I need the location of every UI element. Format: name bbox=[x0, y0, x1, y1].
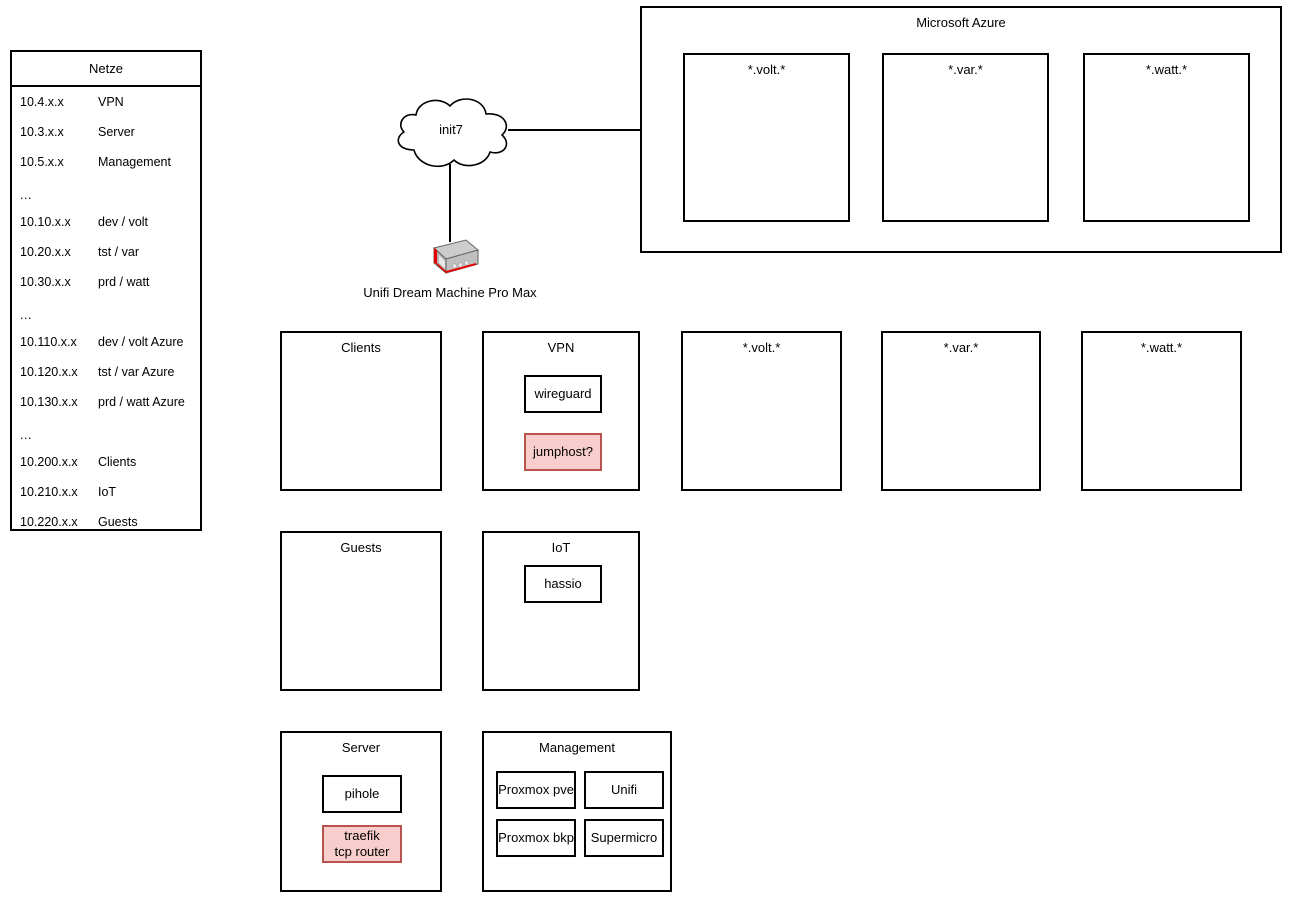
service-unifi[interactable]: Unifi bbox=[584, 771, 664, 809]
service-hassio[interactable]: hassio bbox=[524, 565, 602, 603]
azure-subnet-var-title: *.var.* bbox=[948, 62, 983, 77]
vlan-box-clients-title: Clients bbox=[341, 340, 381, 355]
netze-row-cidr: 10.3.x.x bbox=[20, 125, 64, 139]
vlan-box-server-title: Server bbox=[341, 740, 381, 755]
service-proxmox-pve[interactable]: Proxmox pve bbox=[496, 771, 576, 809]
netze-row-name: Guests bbox=[98, 515, 138, 529]
netze-row-name: tst / var bbox=[98, 245, 139, 259]
vlan-box-var: *.var.* bbox=[881, 331, 1041, 491]
router-device-label: Unifi Dream Machine Pro Max bbox=[363, 285, 537, 300]
netze-row-cidr: 10.30.x.x bbox=[20, 275, 71, 289]
netze-row: 10.3.x.x Server bbox=[12, 117, 200, 147]
service-wireguard[interactable]: wireguard bbox=[524, 375, 602, 413]
azure-subnet-volt: *.volt.* bbox=[683, 53, 850, 222]
router-device-icon bbox=[420, 238, 480, 280]
netze-row: 10.5.x.x Management bbox=[12, 147, 200, 177]
netze-table-title: Netze bbox=[12, 52, 200, 87]
netze-row-cidr: 10.110.x.x bbox=[20, 335, 77, 349]
netze-row-cidr: 10.130.x.x bbox=[20, 395, 78, 409]
netze-row-name: VPN bbox=[98, 95, 124, 109]
netze-row-name: dev / volt Azure bbox=[98, 335, 184, 349]
router-device-glyph bbox=[432, 239, 480, 275]
netze-row: 10.120.x.x tst / var Azure bbox=[12, 357, 200, 387]
vlan-box-watt-title: *.watt.* bbox=[1140, 340, 1183, 355]
service-traefik-line1: traefik bbox=[344, 828, 380, 843]
netze-row-cidr: 10.20.x.x bbox=[20, 245, 71, 259]
azure-region: Microsoft Azure *.volt.* *.var.* *.watt.… bbox=[640, 6, 1282, 253]
vlan-box-iot-title: IoT bbox=[551, 540, 571, 555]
isp-cloud: init7 bbox=[388, 94, 514, 172]
vlan-box-var-title: *.var.* bbox=[943, 340, 979, 355]
netze-table-body: 10.4.x.x VPN 10.3.x.x Server 10.5.x.x Managem… bbox=[12, 87, 200, 537]
netze-row-cidr: ... bbox=[20, 428, 32, 442]
vlan-box-clients: Clients bbox=[280, 331, 442, 491]
netze-row-cidr: 10.10.x.x bbox=[20, 215, 71, 229]
vlan-box-vpn: VPN wireguard jumphost? bbox=[482, 331, 640, 491]
service-jumphost[interactable]: jumphost? bbox=[524, 433, 602, 471]
netze-row: 10.110.x.x dev / volt Azure bbox=[12, 327, 200, 357]
service-traefik-line2: tcp router bbox=[334, 844, 390, 859]
netze-row-cidr: 10.120.x.x bbox=[20, 365, 78, 379]
azure-region-title: Microsoft Azure bbox=[916, 15, 1006, 30]
service-pihole[interactable]: pihole bbox=[322, 775, 402, 813]
netze-row-separator: ... bbox=[12, 417, 200, 447]
netze-row-name: Clients bbox=[98, 455, 137, 469]
vlan-box-volt: *.volt.* bbox=[681, 331, 842, 491]
netze-row: 10.130.x.x prd / watt Azure bbox=[12, 387, 200, 417]
azure-subnet-watt: *.watt.* bbox=[1083, 53, 1250, 222]
vlan-box-management-title: Management bbox=[539, 740, 615, 755]
netze-row-name: Server bbox=[98, 125, 135, 139]
netze-row: 10.4.x.x VPN bbox=[12, 87, 200, 117]
netze-table: Netze 10.4.x.x VPN 10.3.x.x Server 10.5.x.x M… bbox=[10, 50, 202, 531]
netze-row-cidr: 10.210.x.x bbox=[20, 485, 78, 499]
vlan-box-management: Management Proxmox pve Unifi Proxmox bkp… bbox=[482, 731, 672, 892]
service-proxmox-bkp[interactable]: Proxmox bkp bbox=[496, 819, 576, 857]
vlan-box-volt-title: *.volt.* bbox=[742, 340, 781, 355]
netze-row-cidr: 10.220.x.x bbox=[20, 515, 78, 529]
netze-row-name: dev / volt bbox=[98, 215, 149, 229]
connector-isp-to-azure bbox=[508, 129, 641, 131]
netze-row-separator: ... bbox=[12, 177, 200, 207]
netze-row-cidr: ... bbox=[20, 188, 32, 202]
netze-row-name: prd / watt Azure bbox=[98, 395, 185, 409]
connector-isp-to-router bbox=[449, 164, 451, 242]
azure-subnet-watt-title: *.watt.* bbox=[1145, 62, 1188, 77]
service-supermicro[interactable]: Supermicro bbox=[584, 819, 664, 857]
netze-row-name: Management bbox=[98, 155, 171, 169]
netze-row: 10.210.x.x IoT bbox=[12, 477, 200, 507]
netze-row: 10.10.x.x dev / volt bbox=[12, 207, 200, 237]
isp-cloud-label: init7 bbox=[439, 122, 463, 137]
service-traefik[interactable]: traefik tcp router bbox=[322, 825, 402, 863]
cloud-icon bbox=[397, 98, 508, 168]
netze-row-cidr: ... bbox=[20, 308, 32, 322]
azure-subnet-volt-title: *.volt.* bbox=[747, 62, 786, 77]
netze-row-cidr: 10.4.x.x bbox=[20, 95, 64, 109]
vlan-box-guests-title: Guests bbox=[340, 540, 382, 555]
netze-row: 10.200.x.x Clients bbox=[12, 447, 200, 477]
vlan-box-server: Server pihole traefik tcp router bbox=[280, 731, 442, 892]
netze-row-separator: ... bbox=[12, 297, 200, 327]
vlan-box-iot: IoT hassio bbox=[482, 531, 640, 691]
netze-row: 10.30.x.x prd / watt bbox=[12, 267, 200, 297]
netze-row-name: tst / var Azure bbox=[98, 365, 175, 379]
netze-row-cidr: 10.200.x.x bbox=[20, 455, 78, 469]
vlan-box-guests: Guests bbox=[280, 531, 442, 691]
netze-row-name: IoT bbox=[98, 485, 117, 499]
netze-row: 10.20.x.x tst / var bbox=[12, 237, 200, 267]
netze-row-cidr: 10.5.x.x bbox=[20, 155, 64, 169]
netze-row-name: prd / watt bbox=[98, 275, 150, 289]
netze-row: 10.220.x.x Guests bbox=[12, 507, 200, 537]
vlan-box-vpn-title: VPN bbox=[547, 340, 575, 355]
azure-subnet-var: *.var.* bbox=[882, 53, 1049, 222]
vlan-box-watt: *.watt.* bbox=[1081, 331, 1242, 491]
